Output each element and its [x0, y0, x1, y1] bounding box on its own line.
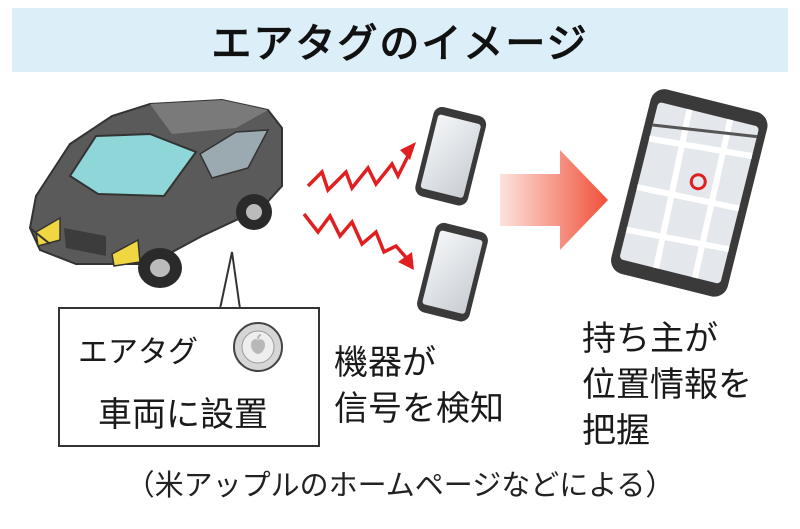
owner-caption: 持ち主が 位置情報を 把握 [582, 316, 752, 454]
owner-caption-line2: 位置情報を [582, 365, 752, 405]
owner-caption-line3: 把握 [582, 411, 650, 451]
devices-caption-line1: 機器が [334, 343, 436, 383]
devices-caption-line2: 信号を検知 [334, 389, 504, 429]
source-note: （米アップルのホームページなどによる） [125, 468, 675, 502]
car-icon [28, 98, 283, 288]
transfer-arrow-icon [500, 150, 608, 250]
title-banner: エアタグのイメージ [12, 8, 788, 72]
car-install-label: 車両に設置 [98, 395, 268, 435]
signal-zigzag-icon [302, 142, 416, 270]
smartphone-icon [415, 106, 488, 322]
map-phone-icon [611, 89, 768, 297]
page-title: エアタグのイメージ [211, 21, 589, 67]
airtag-icon [233, 322, 283, 372]
devices-caption: 機器が 信号を検知 [334, 340, 504, 432]
callout-pointer [219, 251, 241, 310]
airtag-callout: エアタグ 車両に設置 [58, 307, 320, 447]
owner-caption-line1: 持ち主が [582, 319, 718, 359]
airtag-label: エアタグ [78, 335, 198, 370]
